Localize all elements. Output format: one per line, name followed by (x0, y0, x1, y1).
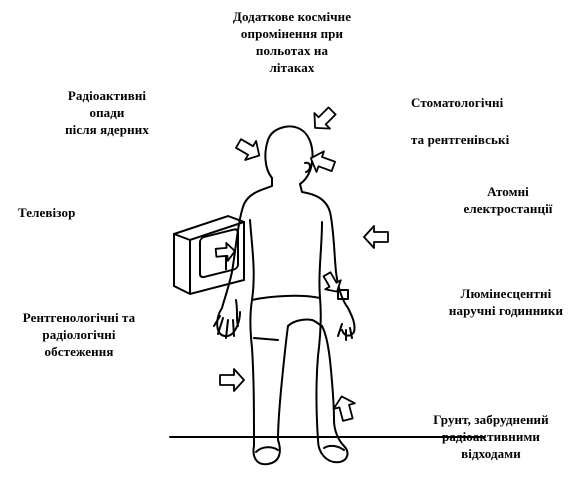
label-line: Люмінесцентні (460, 286, 552, 301)
dental-arrow-icon (309, 150, 337, 173)
label-line: Рентгенологічні та (22, 310, 136, 325)
label-line: обстеження (44, 344, 114, 359)
label-dental-xray: Стоматологічні та рентгенівські (411, 94, 509, 149)
label-line: електростанції (463, 201, 553, 216)
tv-arrow-icon (214, 241, 236, 262)
label-line: радіоактивними (441, 429, 541, 444)
watch-arrow-icon (322, 271, 342, 293)
label-line: після ядерних (65, 122, 149, 137)
xray-arrow-icon (219, 368, 245, 392)
label-line: Радіоактивні (67, 88, 147, 103)
label-medical-exams: Рентгенологічні та радіологічні обстежен… (4, 309, 154, 360)
label-line: відходами (461, 446, 521, 461)
label-line: Атомні (487, 184, 529, 199)
head (264, 125, 314, 185)
label-television: Телевізор (18, 204, 75, 221)
label-line: радіологічні (42, 327, 116, 342)
fallout-arrow-icon (235, 138, 261, 161)
nuclear-arrow-icon (363, 225, 389, 249)
cosmic-arrow-icon (313, 106, 337, 130)
label-line: опади (89, 105, 125, 120)
wristwatch (337, 289, 349, 300)
label-contaminated-soil: Грунт, забруднений радіоактивними відход… (414, 411, 568, 462)
label-line: опромінення при (240, 26, 344, 41)
label-line: Додаткове космічне (232, 9, 352, 24)
label-cosmic-radiation: Додаткове космічне опромінення при польо… (206, 8, 378, 76)
label-luminous-watches: Люмінесцентні наручні годинники (436, 285, 576, 319)
label-nuclear-plants: Атомні електростанції (446, 183, 570, 217)
label-radioactive-fallout: Радіоактивні опади після ядерних (40, 87, 174, 138)
label-line: Грунт, забруднений (433, 412, 549, 427)
label-line: Стоматологічні (411, 95, 504, 110)
label-line: Телевізор (18, 205, 76, 220)
label-line: наручні годинники (448, 303, 564, 318)
label-line: та рентгенівські (411, 132, 510, 147)
soil-arrow-icon (332, 395, 356, 422)
label-line: польотах на (255, 43, 329, 58)
label-line: літаках (269, 60, 315, 75)
